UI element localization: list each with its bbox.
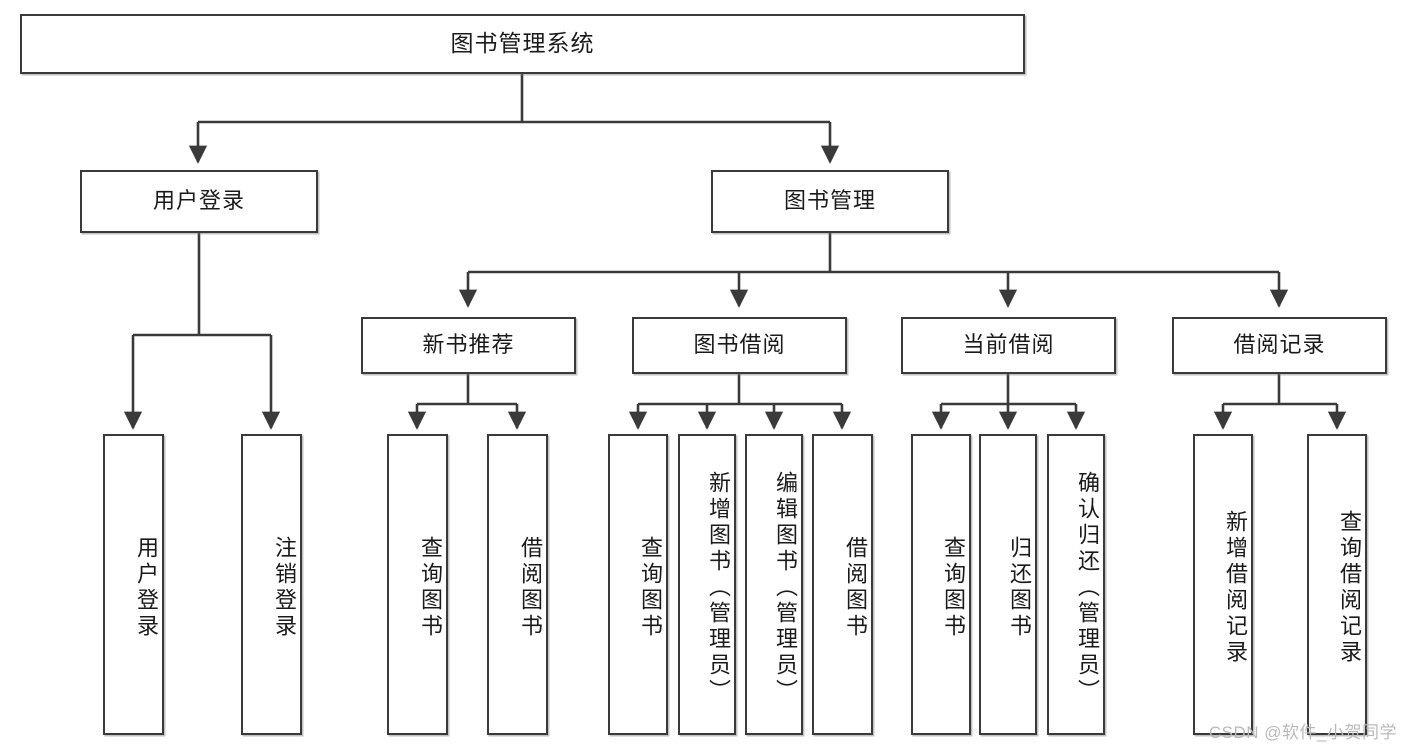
leaf-borrow-borrow-book[interactable]: 借阅图书 (812, 434, 873, 735)
node-user-login[interactable]: 用户登录 (80, 170, 318, 233)
leaf-current-return-book[interactable]: 归还图书 (979, 434, 1037, 735)
leaf-borrow-add-book-admin[interactable]: 新增图书（管理员） (678, 434, 736, 735)
node-current-borrow[interactable]: 当前借阅 (901, 317, 1116, 374)
node-label: 借阅图书 (518, 535, 543, 640)
watermark-text: CSDN @软件_小贺同学 (1208, 723, 1397, 742)
node-label: 查询图书 (941, 535, 966, 640)
node-label: 图书借阅 (693, 332, 786, 358)
leaf-user-login-login[interactable]: 用户登录 (103, 434, 164, 735)
leaf-new-book-borrow-book[interactable]: 借阅图书 (487, 434, 548, 735)
node-label: 确认归还（管理员） (1075, 470, 1100, 705)
node-new-book-recommend[interactable]: 新书推荐 (361, 317, 576, 374)
node-label: 图书管理 (783, 188, 876, 214)
node-label: 新书推荐 (422, 332, 515, 358)
node-label: 查询图书 (418, 535, 443, 640)
node-label: 当前借阅 (962, 332, 1055, 358)
node-borrow-record[interactable]: 借阅记录 (1172, 317, 1387, 374)
node-label: 查询图书 (638, 535, 663, 640)
node-root-system[interactable]: 图书管理系统 (20, 14, 1025, 74)
node-book-management[interactable]: 图书管理 (711, 170, 949, 233)
node-label: 注销登录 (272, 535, 297, 640)
node-label: 查询借阅记录 (1337, 509, 1362, 666)
node-label: 借阅图书 (843, 535, 868, 640)
leaf-current-query-book[interactable]: 查询图书 (911, 434, 971, 735)
leaf-current-confirm-return-admin[interactable]: 确认归还（管理员） (1047, 434, 1105, 735)
leaf-borrow-query-book[interactable]: 查询图书 (608, 434, 668, 735)
node-label: 用户登录 (134, 535, 159, 640)
leaf-borrow-edit-book-admin[interactable]: 编辑图书（管理员） (745, 434, 803, 735)
node-book-borrow[interactable]: 图书借阅 (632, 317, 847, 374)
node-label: 编辑图书（管理员） (773, 470, 798, 705)
leaf-user-login-logout[interactable]: 注销登录 (241, 434, 302, 735)
leaf-record-query-borrow-record[interactable]: 查询借阅记录 (1307, 434, 1367, 735)
node-label: 新增借阅记录 (1223, 509, 1248, 666)
leaf-new-book-query-book[interactable]: 查询图书 (387, 434, 448, 735)
node-label: 用户登录 (152, 188, 245, 214)
node-label: 归还图书 (1007, 535, 1032, 640)
node-label: 新增图书（管理员） (706, 470, 731, 705)
node-label: 借阅记录 (1233, 332, 1326, 358)
leaf-record-add-borrow-record[interactable]: 新增借阅记录 (1193, 434, 1253, 735)
node-label: 图书管理系统 (450, 30, 595, 57)
